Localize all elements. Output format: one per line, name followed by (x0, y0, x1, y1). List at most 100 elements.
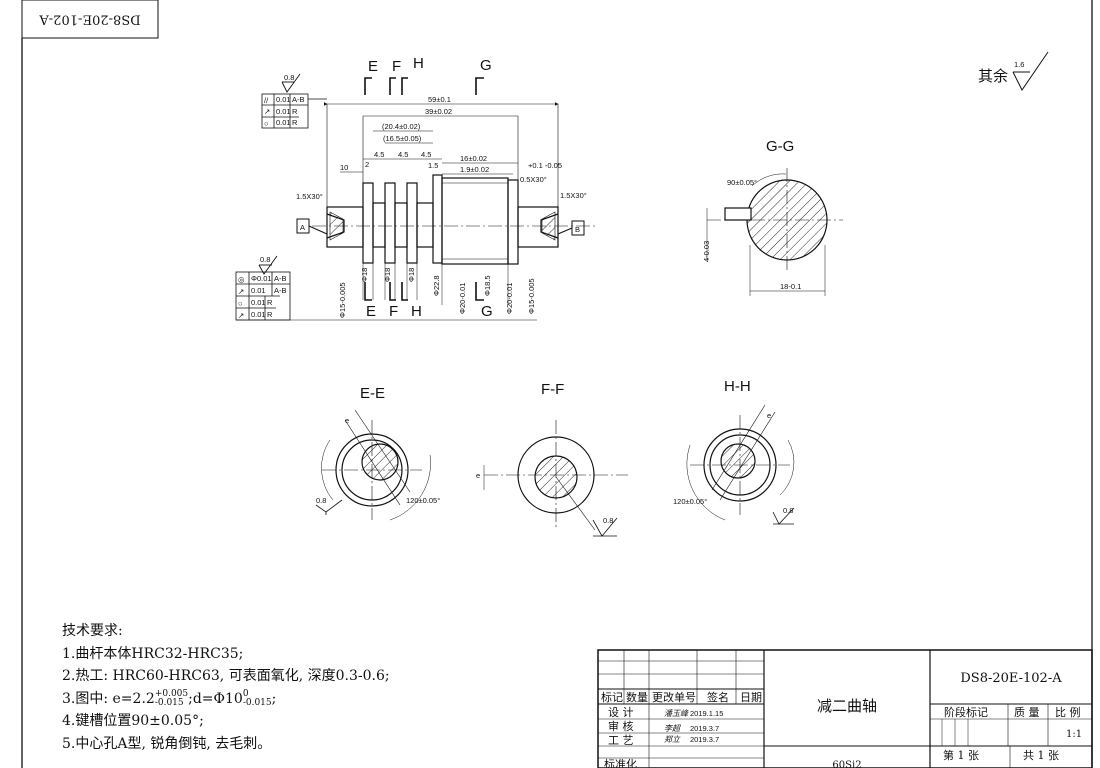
ff-rough: 0.8 (603, 516, 613, 525)
section-ee-view (321, 409, 431, 521)
ff-e: e (476, 471, 480, 480)
dim-1-5: 1.5 (428, 161, 438, 170)
tech-item-2: 2.热工: HRC60-HRC63, 可表面氧化, 深度0.3-0.6; (62, 668, 390, 684)
tech-item-3-sub1: -0.015 (154, 697, 184, 708)
section-hh-title: H-H (724, 378, 751, 395)
section-hh-view (686, 404, 795, 521)
dimension-lines-horizontal (324, 102, 559, 207)
marker-f-bottom: F (389, 303, 398, 320)
tb-r-std: 标准化 (604, 757, 637, 768)
tech-item-3-mid: ;d=Φ10 (188, 690, 243, 707)
dim-2: 2 (365, 160, 369, 169)
fcf-bot-sym-1: ◎ (238, 275, 245, 284)
dim-10: 10 (340, 163, 348, 172)
tb-drawing-no: DS8-20E-102-A (960, 671, 1062, 686)
fcf-bot-val-2: 0.01 (251, 286, 266, 295)
roughness-rest-label: 其余 (978, 67, 1008, 85)
marker-h-top: H (413, 55, 424, 72)
marker-f-top: F (392, 58, 401, 75)
fcf-top-val-2: 0.01 (276, 107, 291, 116)
fcf-bot-sym-4: ↗ (238, 311, 244, 320)
fcf-bot-ref-4: R (267, 310, 273, 319)
dim-16: 16±0.02 (460, 154, 487, 163)
dia-22-8: Φ22.8 (432, 275, 441, 296)
dim-4-5-b: 4.5 (398, 150, 408, 159)
technical-requirements: 技术要求: 1.曲杆本体HRC32-HRC35; 2.热工: HRC60-HRC… (62, 620, 390, 755)
dia-20-b: Φ20-0.01 (505, 283, 514, 314)
gg-dim-w: 18-0.1 (780, 282, 801, 291)
dim-59: 59±0.1 (428, 95, 451, 104)
dia-18-c: Φ18 (407, 268, 416, 282)
sheet-border (21, 0, 1093, 768)
ff-rough-symbol (592, 517, 618, 537)
fcf-top (261, 93, 327, 129)
section-ff-view (483, 420, 628, 531)
tb-h-mark: 标记 (601, 690, 623, 704)
datum-frames (296, 218, 585, 236)
tb-h-sign: 签名 (707, 690, 729, 704)
tech-title: 技术要求: (62, 623, 123, 639)
tb-h-change: 更改单号 (652, 690, 696, 704)
fcf-top-sym-2: ↗ (264, 107, 270, 116)
ee-rough: 0.8 (316, 496, 326, 505)
roughness-rest-symbol (1012, 51, 1049, 91)
shaft-front-view (312, 174, 595, 265)
fcf-top-sym-3: ○ (264, 119, 269, 128)
rough-bottom-value: 0.8 (260, 255, 270, 264)
tb-scale-value: 1:1 (1066, 729, 1082, 740)
fcf-bot-ref-1: A-B (274, 274, 287, 283)
hh-e: e (767, 411, 771, 420)
tech-item-3-sup1: +0.005 (154, 688, 189, 699)
section-gg-title: G-G (766, 138, 794, 155)
tb-stage: 阶段标记 (944, 705, 988, 719)
fcf-bot-val-3: 0.01 (251, 298, 266, 307)
center-hole-hatch (329, 211, 556, 241)
tb-sheet-no: 第 1 张 (943, 748, 979, 762)
dia-15-left: Φ15-0.005 (338, 282, 347, 318)
fcf-top-ref-2: R (292, 107, 298, 116)
fcf-bot-ref-2: A-B (274, 286, 287, 295)
dia-18-5: Φ18.5 (483, 275, 492, 296)
tb-h-qty: 数量 (626, 691, 648, 704)
fcf-bot-sym-3: ○ (238, 299, 243, 308)
tb-r-review: 审 核 (608, 719, 634, 733)
rough-top-value: 0.8 (284, 73, 294, 82)
dim-1-9: 1.9±0.02 (460, 165, 489, 174)
tb-sig-design: 潘玉峰 (664, 709, 689, 718)
dia-20-a: Φ20-0.01 (458, 283, 467, 314)
dim-tol-small: +0.1 -0.05 (528, 161, 562, 170)
tb-date-design: 2019.1.15 (690, 709, 723, 718)
fcf-bot-ref-3: R (267, 298, 273, 307)
ee-rough-symbol (315, 499, 343, 515)
roughness-bottom (258, 255, 278, 275)
chamfer-right: 1.5X30° (560, 191, 587, 200)
tech-item-4: 4.键槽位置90±0.05°; (62, 713, 204, 729)
dim-16-5: (16.5±0.05) (383, 134, 422, 143)
doc-code-rotated: DS8-20E-102-A (39, 12, 141, 27)
tb-material: 60Si2 (832, 760, 861, 768)
title-block-grid (597, 649, 1093, 768)
roughness-top (281, 73, 301, 93)
hh-rough: 0.8 (783, 506, 793, 515)
ee-e: e (345, 416, 349, 425)
marker-g-top: G (480, 57, 492, 74)
tech-item-3-sub2: -0.015 (242, 697, 272, 708)
dia-15-right: Φ15-0.005 (527, 278, 536, 314)
tech-item-1: 1.曲杆本体HRC32-HRC35; (62, 645, 244, 662)
fcf-top-val-3: 0.01 (276, 118, 291, 127)
ee-angle: 120±0.05° (406, 496, 440, 505)
section-ff-title: F-F (541, 381, 564, 398)
section-cut-marks-bottom (364, 282, 484, 301)
fcf-bottom (235, 271, 291, 321)
tb-r-design: 设 计 (608, 706, 634, 719)
diameter-dimensions: Φ15-0.005 Φ18 Φ18 Φ18 Φ22.8 Φ20-0.01 Φ18… (338, 268, 536, 318)
tb-h-date: 日期 (740, 691, 762, 704)
tech-item-3-pre: 3.图中: e=2.2 (62, 690, 155, 707)
marker-h-bottom: H (411, 303, 422, 320)
tb-r-process: 工 艺 (608, 734, 634, 747)
tech-item-3-end: ; (271, 690, 277, 707)
section-cut-marks-top (364, 77, 484, 95)
tb-scale: 比 例 (1055, 705, 1081, 719)
